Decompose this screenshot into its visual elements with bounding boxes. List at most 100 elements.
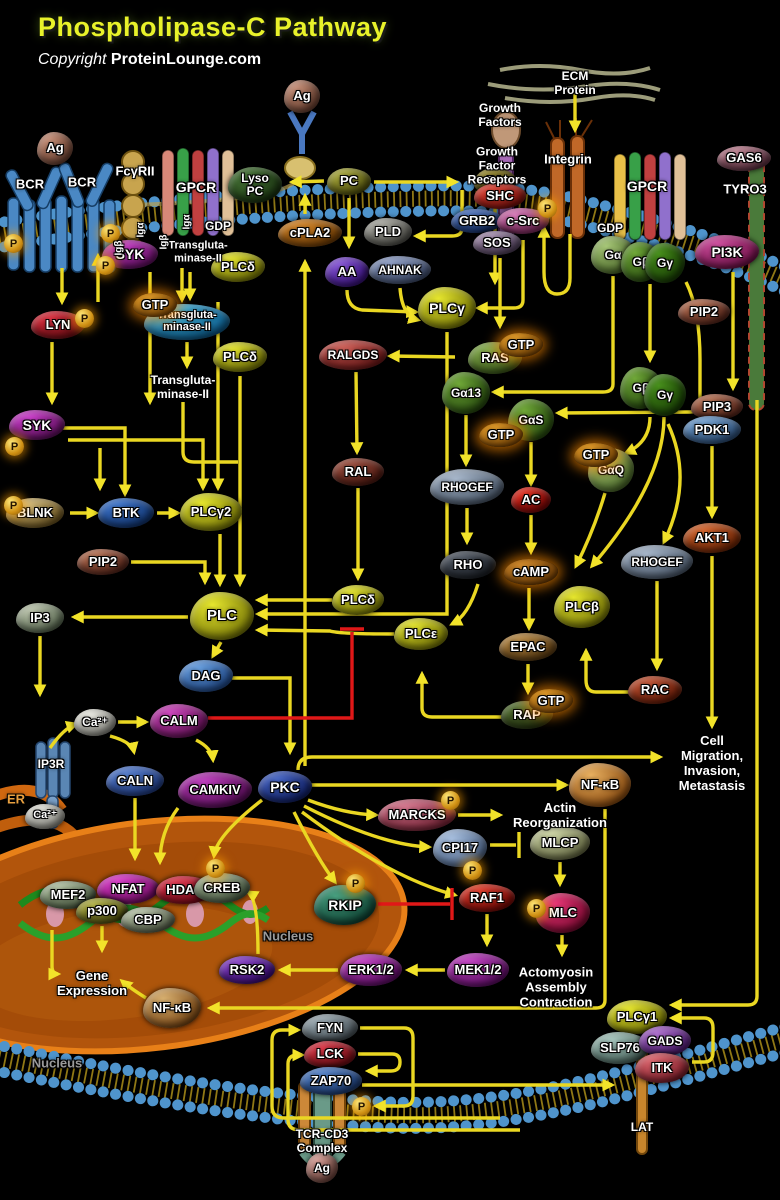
edge-78 — [668, 1011, 715, 1064]
edge-54 — [386, 349, 456, 363]
lat-label: LAT — [630, 1120, 654, 1135]
nucleus-shape — [0, 815, 408, 1055]
plc-epsilon-node: PLCε — [394, 618, 448, 650]
integrin-label: Integrin — [544, 151, 592, 167]
edge-77 — [668, 400, 759, 1012]
ecm-protein-label: ECM Protein — [554, 69, 596, 97]
edge-57 — [490, 276, 615, 399]
edge-45 — [206, 809, 607, 1015]
plc-delta-left-node: PLCδ — [213, 342, 267, 372]
edge-21 — [232, 676, 297, 756]
pi3k-node: PI3K — [695, 235, 759, 269]
phospho-site-0: P — [4, 234, 23, 253]
rkip-node: RKIP — [314, 885, 376, 925]
cpla2-node: cPLA2 — [278, 219, 342, 247]
gpcr-left-receptor — [161, 147, 235, 237]
mlc-node: MLC — [536, 893, 590, 933]
ral-node: RAL — [332, 458, 384, 486]
edge-layer — [33, 92, 759, 1132]
raf1-node: RAF1 — [459, 884, 515, 912]
tgase-under-gpcr-label: Transgluta- minase-II — [168, 239, 228, 264]
edge-84 — [288, 175, 325, 189]
nfat-node: NFAT — [97, 874, 159, 904]
edge-31 — [296, 750, 664, 771]
syk-2-node: SYK — [9, 410, 65, 440]
fyn-node: FYN — [302, 1014, 358, 1042]
plc-node: PLC — [190, 592, 254, 640]
tcr-cd3-label: TCR-CD3 Complex — [295, 1127, 349, 1155]
phospho-site-6: P — [538, 199, 557, 218]
actomyosin-label: Actomyosin Assembly Contraction — [518, 964, 594, 1010]
gene-expression-label: Gene Expression — [56, 968, 128, 998]
phospho-site-10: P — [527, 899, 546, 918]
gpcr-left-label: GPCR — [175, 178, 217, 195]
diagram-header: Phospholipase-C Pathway Copyright Protei… — [38, 12, 387, 69]
edge-34 — [303, 804, 433, 854]
phospho-site-2: P — [96, 256, 115, 275]
edge-80 — [270, 1023, 500, 1120]
ca-2-node: Ca²⁺ — [25, 803, 65, 829]
nucleus-label-bottom: Nucleus — [31, 1055, 83, 1071]
edge-17 — [211, 641, 224, 659]
pdk1-node: PDK1 — [683, 416, 741, 444]
edge-92 — [181, 402, 238, 464]
ga13-node: Gα13 — [442, 372, 490, 414]
phospho-site-5: P — [4, 496, 23, 515]
edge-50 — [537, 224, 572, 296]
gpcr-right-label: GPCR — [626, 177, 668, 194]
gtp-ras-node: GTP — [499, 333, 543, 357]
iga-label-2: Igα — [181, 214, 193, 230]
nucleus-label-inner: Nucleus — [262, 928, 314, 944]
g-gamma-1-node: Gγ — [645, 243, 685, 283]
edge-14 — [131, 560, 212, 586]
grb2-node: GRB2 — [451, 209, 503, 233]
bcr-label-2: BCR — [67, 174, 97, 190]
ag-left-node: Ag — [37, 131, 73, 165]
gtp-gas-node: GTP — [479, 423, 523, 447]
btk-node: BTK — [98, 498, 154, 528]
page-title: Phospholipase-C Pathway — [38, 12, 388, 42]
sos-node: SOS — [473, 231, 521, 255]
fcgr2-receptor — [121, 150, 145, 262]
copyright-line: Copyright ProteinLounge.com — [38, 51, 387, 69]
edge-69 — [574, 492, 607, 569]
edge-73 — [579, 647, 630, 694]
growth-factor-receptors-label: Growth Factor Receptors — [467, 144, 527, 186]
phospho-site-3: P — [75, 309, 94, 328]
edge-47 — [48, 930, 62, 981]
igb-label-1: Igβ — [113, 240, 125, 256]
tyro3-label: TYRO3 — [723, 181, 767, 197]
cbp-node: CBP — [121, 907, 175, 933]
edge-83 — [358, 1052, 402, 1078]
edge-66 — [415, 670, 502, 719]
ac-node: AC — [511, 487, 551, 513]
actin-reorg-label: Actin Reorganization — [513, 800, 607, 830]
gads-node: GADS — [639, 1026, 691, 1056]
nfkb-1-node: NF-κB — [569, 763, 631, 807]
g-gamma-2-node: Gγ — [644, 374, 686, 416]
edge-24 — [48, 720, 80, 749]
copyright-site-link[interactable]: ProteinLounge.com — [110, 51, 262, 68]
rap-node: RAP — [501, 701, 553, 729]
pkc-node: PKC — [258, 771, 312, 803]
plc-gamma2-node: PLCγ2 — [180, 493, 242, 531]
iga-label-1: Igα — [135, 222, 147, 238]
erk12-node: ERK1/2 — [340, 954, 402, 986]
edge-20 — [254, 332, 449, 621]
p300-node: p300 — [76, 898, 128, 924]
cpi17-node: CPI17 — [433, 829, 487, 867]
phospho-site-12: P — [352, 1097, 371, 1116]
plc-gamma-node: PLCγ — [418, 287, 476, 329]
edge-68 — [623, 416, 652, 455]
edge-55 — [350, 371, 364, 456]
rsk2-node: RSK2 — [219, 956, 275, 984]
ecm-fibers — [487, 64, 661, 104]
er-label: ER — [6, 791, 26, 807]
aa-node: AA — [325, 257, 369, 287]
rac-node: RAC — [628, 676, 682, 704]
growth-factors-label: Growth Factors — [478, 101, 522, 129]
phospho-site-9: P — [346, 874, 365, 893]
ralgds-node: RALGDS — [319, 340, 387, 370]
creb-node: CREB — [194, 873, 250, 903]
